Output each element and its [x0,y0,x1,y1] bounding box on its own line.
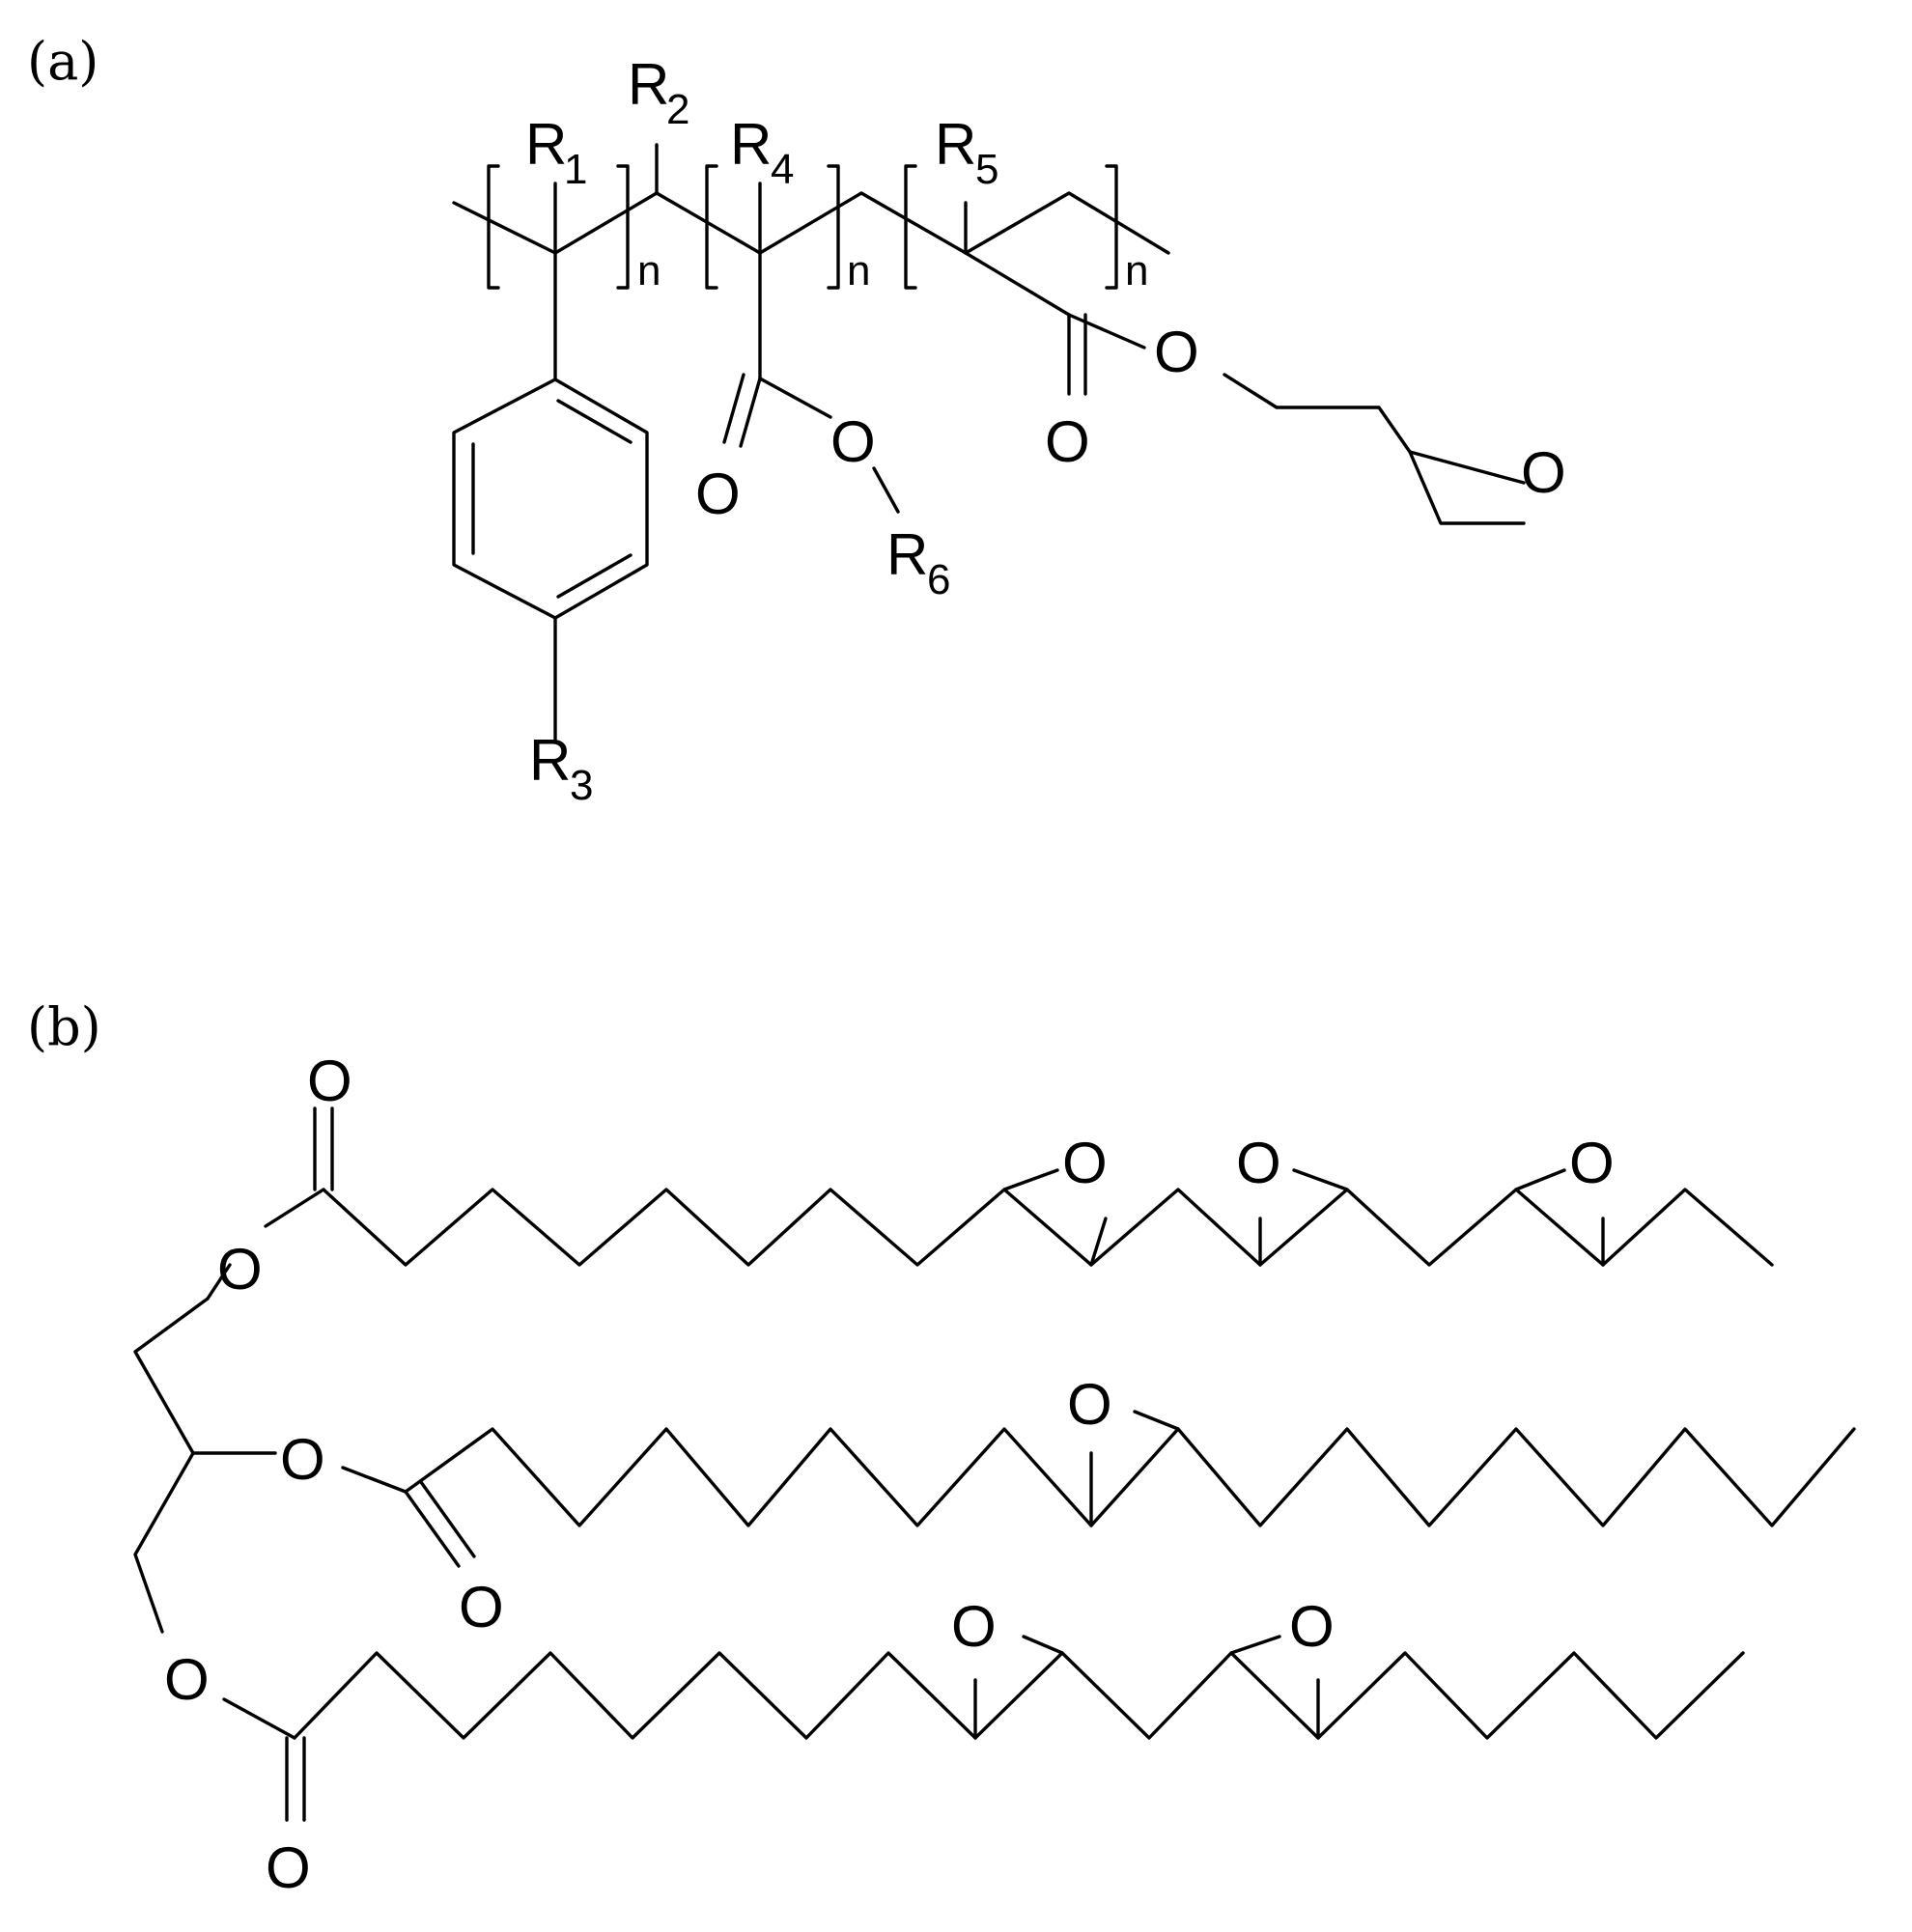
chain3-carbonyl-double-bond [285,1736,306,1822]
chain1-carbonyl-double-bond [313,1106,334,1191]
atom-r3-subscript: 3 [570,762,593,809]
repeat-brackets [487,164,1118,290]
atom-r3: R [529,728,571,793]
chain1-epoxide1 [1002,1168,1108,1267]
chain3-epoxide1 [973,1635,1064,1740]
bracket-3-left [904,164,917,290]
bracket-3-right [1105,164,1118,290]
atom-o-ester-2: O [1154,320,1199,384]
chain2-carbonyl-o: O [459,1575,504,1639]
chain3-epoxide2-o: O [1289,1594,1335,1659]
atom-o-ester-1: O [830,409,876,474]
epoxide-ring [1408,450,1526,525]
atom-r1: R [525,112,567,177]
repeat-n-3: n [1125,247,1148,294]
benzene-ring [452,251,649,743]
atom-r5: R [935,112,976,177]
chain1-carbonyl-o: O [307,1049,352,1113]
atom-o-epoxide: O [1521,440,1566,505]
panel-b: (b) O O [27,996,1856,1900]
ring-double-bond [556,399,633,444]
atom-r1-subscript: 1 [564,146,587,193]
fatty-acid-chain-3 [222,1635,1745,1822]
ester2-carbonyl-double-bond [1067,313,1087,396]
chain2-epoxide-o: O [1067,1372,1112,1437]
panel-label-a: (a) [27,31,98,92]
chain2-epoxide [1089,1410,1180,1527]
fatty-acid-chain-1 [264,1106,1774,1267]
atom-r6: R [886,522,928,587]
glycerol-o-bond [206,1263,232,1301]
atom-o-carbonyl-1: O [695,462,741,526]
chain1-epoxide2 [1258,1168,1349,1267]
atom-r2: R [628,52,669,117]
panel-a: (a) [27,31,1566,809]
atom-r6-subscript: 6 [927,556,950,603]
chain3-carbonyl-o: O [266,1835,311,1900]
bracket-2-left [705,164,718,290]
chain2-carbonyl-double-bond [404,1480,476,1568]
atom-o-carbonyl-2: O [1045,409,1090,474]
chain1-epoxide2-o: O [1236,1131,1281,1195]
chain3-zigzag [293,1651,1745,1740]
ester1-o-r6-bond [872,466,900,514]
chain1-epoxide3-o: O [1569,1131,1615,1195]
backbone-bond [452,191,1170,255]
chain2-zigzag [404,1427,1856,1527]
bracket-2-right [827,164,840,290]
repeat-n-2: n [847,247,870,294]
chain2-ester-bond [341,1466,408,1494]
chain2-ester-o: O [280,1427,325,1492]
ring-bonds [452,251,649,620]
atom-r4-subscript: 4 [771,146,794,193]
chain1-epoxide1-o: O [1062,1131,1108,1195]
fatty-acid-chain-2 [341,1410,1856,1568]
glycerol-backbone [133,1297,210,1634]
bracket-1-left [487,164,500,290]
ester1-carbonyl-double-bond [722,373,762,448]
ring-double-bond [556,553,633,599]
glycidyl-chain [1223,373,1412,454]
chain1-zigzag [322,1188,1774,1267]
chain1-ester-bond [264,1188,325,1228]
atom-r5-subscript: 5 [975,146,998,193]
ester1-bonds [758,251,832,419]
chain3-epoxide1-o: O [951,1594,997,1659]
bracket-1-right [616,164,630,290]
repeat-n-1: n [637,247,661,294]
atom-r2-subscript: 2 [666,86,689,133]
chain1-ester-o: O [217,1237,263,1302]
chain3-epoxide2 [1229,1635,1320,1740]
chain1-epoxide3 [1514,1168,1605,1267]
atom-r4: R [730,112,772,177]
chain3-ester-bond [222,1697,296,1740]
chain3-ester-o: O [164,1647,210,1712]
panel-label-b: (b) [27,996,101,1057]
